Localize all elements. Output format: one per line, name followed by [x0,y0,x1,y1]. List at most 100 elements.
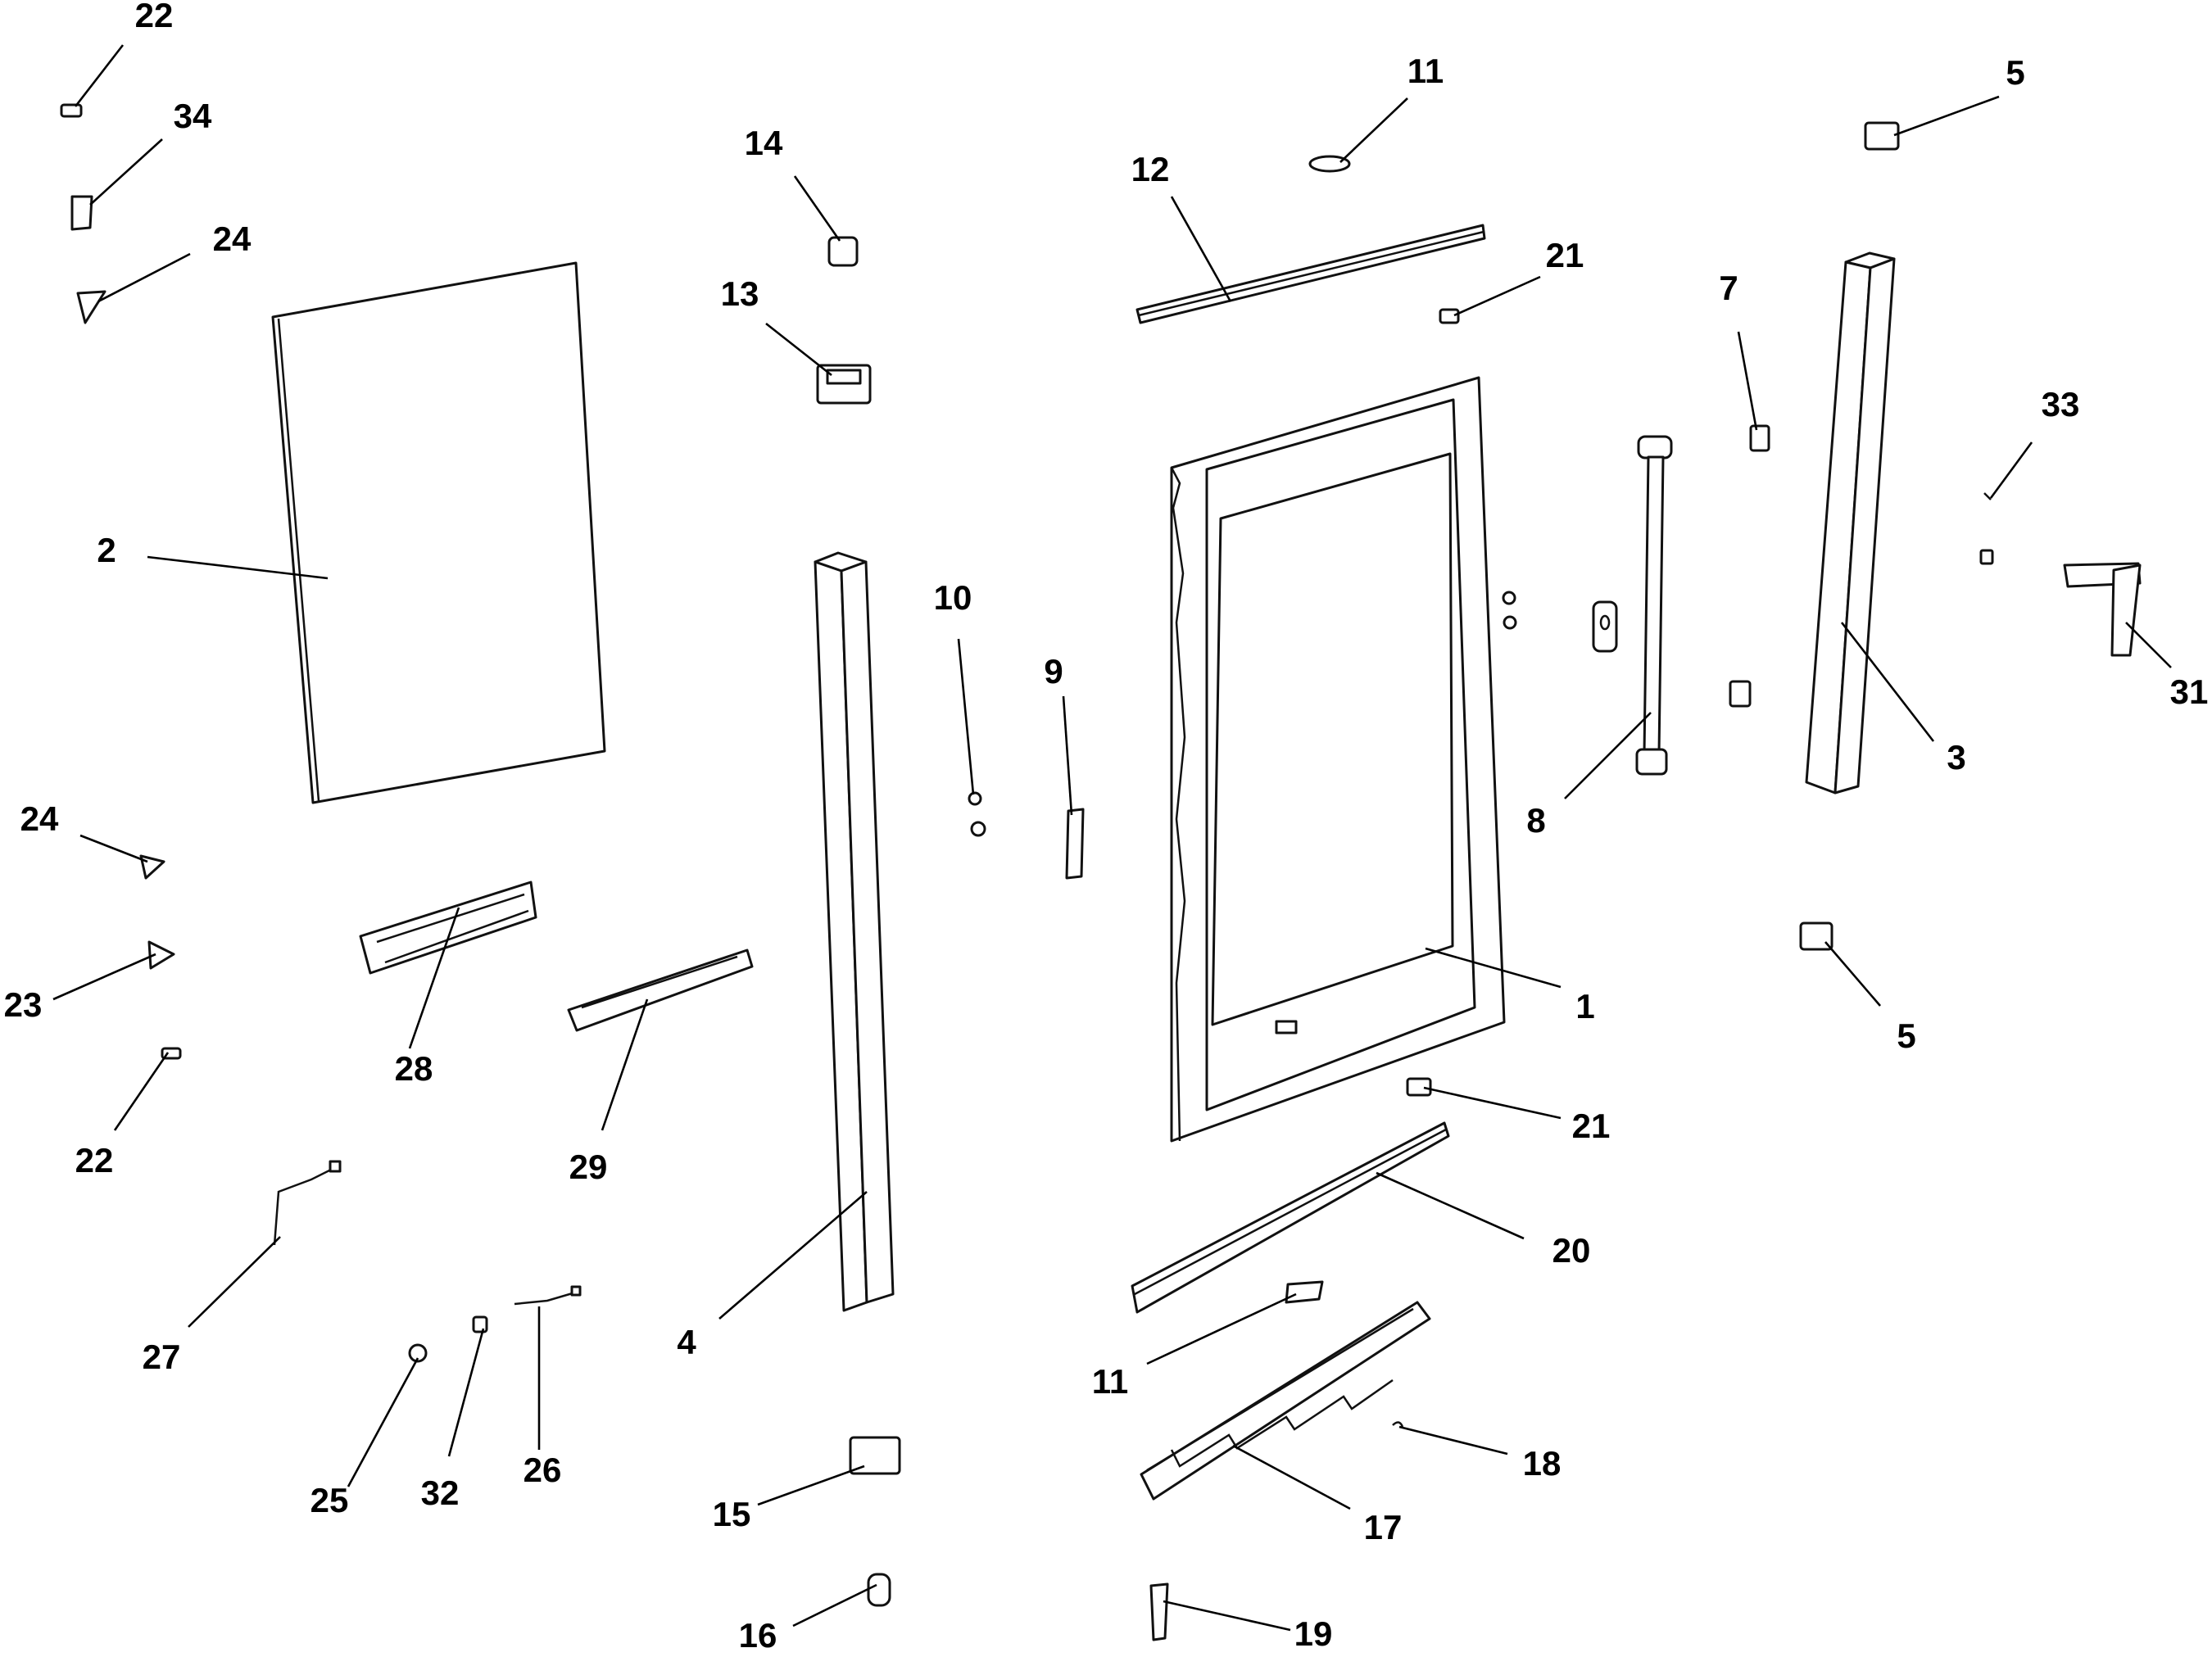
callout-21-top: 21 [1546,236,1584,274]
callout-9: 9 [1044,652,1063,690]
leader-32 [447,1328,485,1457]
callout-20: 20 [1552,1231,1591,1270]
part-9-pull [1065,808,1085,880]
part-31-hinge [2063,562,2142,657]
part-34-bracket [70,195,93,231]
leader-34 [89,138,163,206]
leader-33 [1989,441,2033,499]
leader-14 [793,175,841,242]
part-21-clip-low [1406,1077,1432,1097]
leader-23 [52,953,156,1001]
part-11-clip-top [1308,155,1351,173]
part-29-display-frame [567,948,754,1032]
leader-22-low [113,1052,170,1131]
leader-17 [1232,1444,1351,1510]
leader-5-top [1893,95,2000,137]
leader-2 [147,555,329,580]
part-18-pin [1392,1421,1404,1428]
part-27-wire [273,1160,342,1246]
callout-4: 4 [677,1323,696,1361]
callout-2: 2 [97,531,116,569]
leader-1 [1425,947,1562,989]
leader-16 [792,1583,877,1628]
leader-13 [765,322,832,377]
leader-27 [188,1236,281,1328]
part-4-post [814,551,895,1312]
callout-22-low: 22 [75,1141,114,1179]
part-25-knob [408,1343,428,1363]
callout-27: 27 [143,1338,181,1376]
part-12-top-rail [1135,224,1486,324]
part-23-bracket [147,940,175,970]
callout-5-top: 5 [2006,53,2024,92]
callout-11-top: 11 [1407,52,1444,90]
leader-24-top [97,252,191,303]
callout-34: 34 [174,97,212,135]
leader-9 [1062,695,1073,816]
part-5-block-top [1864,121,1900,151]
part-7-clip-lower [1729,680,1752,708]
leader-10 [957,638,975,795]
leader-15 [757,1465,865,1506]
callout-32: 32 [421,1474,460,1512]
callout-5-low: 5 [1897,1016,1915,1055]
callout-28: 28 [395,1049,433,1088]
part-15-block [849,1436,901,1475]
leader-lines [52,44,2172,1632]
callout-10: 10 [934,578,972,617]
part-24-bracket-top [76,290,107,324]
callout-23: 23 [4,985,43,1024]
callout-1: 1 [1575,987,1594,1025]
leader-25 [347,1357,419,1487]
callout-15: 15 [713,1495,751,1533]
callout-13: 13 [721,274,759,313]
part-14-cap [827,236,859,267]
callout-29: 29 [569,1148,608,1186]
callout-33: 33 [2042,385,2080,423]
callout-21-low: 21 [1572,1107,1611,1145]
callout-19: 19 [1294,1614,1333,1653]
part-22-clip-top [60,103,83,118]
part-17-bottom-trim [1140,1301,1431,1501]
leader-20 [1376,1171,1525,1240]
part-1-door-frame [1170,376,1506,1143]
callout-labels: 22 34 24 2 14 13 12 11 5 21 7 33 31 3 8 … [4,0,2209,1655]
part-32-clip [472,1315,488,1333]
leader-24-low [79,834,148,863]
leader-8 [1564,712,1652,799]
callout-26: 26 [524,1451,562,1489]
part-26-wire [514,1285,582,1306]
leader-3 [1840,622,1935,742]
leader-18 [1398,1425,1508,1456]
leader-28 [408,907,460,1049]
leader-19 [1163,1600,1291,1632]
part-21-clip-top [1439,308,1460,324]
callout-3: 3 [1947,738,1965,776]
part-20-bottom-rail [1131,1121,1450,1314]
callout-14: 14 [745,124,783,162]
callout-17: 17 [1364,1508,1403,1546]
callout-11-low: 11 [1092,1362,1128,1401]
leader-21-low [1423,1086,1562,1120]
callout-24-top: 24 [213,220,252,258]
part-2-panel [271,261,606,804]
callout-16: 16 [739,1616,777,1655]
part-33-screw [1979,492,1994,565]
part-7-clip-upper [1749,424,1770,452]
part-16-cylinder [867,1573,891,1607]
callout-22-top: 22 [135,0,174,34]
callout-8: 8 [1526,801,1545,840]
callout-31: 31 [2170,672,2209,711]
part-24-bracket-low [139,854,165,880]
part-19-bracket [1149,1582,1169,1641]
callout-18: 18 [1523,1444,1562,1483]
leader-22-top [74,44,125,107]
leader-21-top [1453,275,1541,317]
leader-29 [601,998,649,1131]
leader-11-low [1146,1293,1297,1365]
callout-12: 12 [1131,150,1170,188]
leader-12 [1170,196,1232,302]
leader-31 [2125,622,2172,668]
callout-7: 7 [1719,269,1738,307]
